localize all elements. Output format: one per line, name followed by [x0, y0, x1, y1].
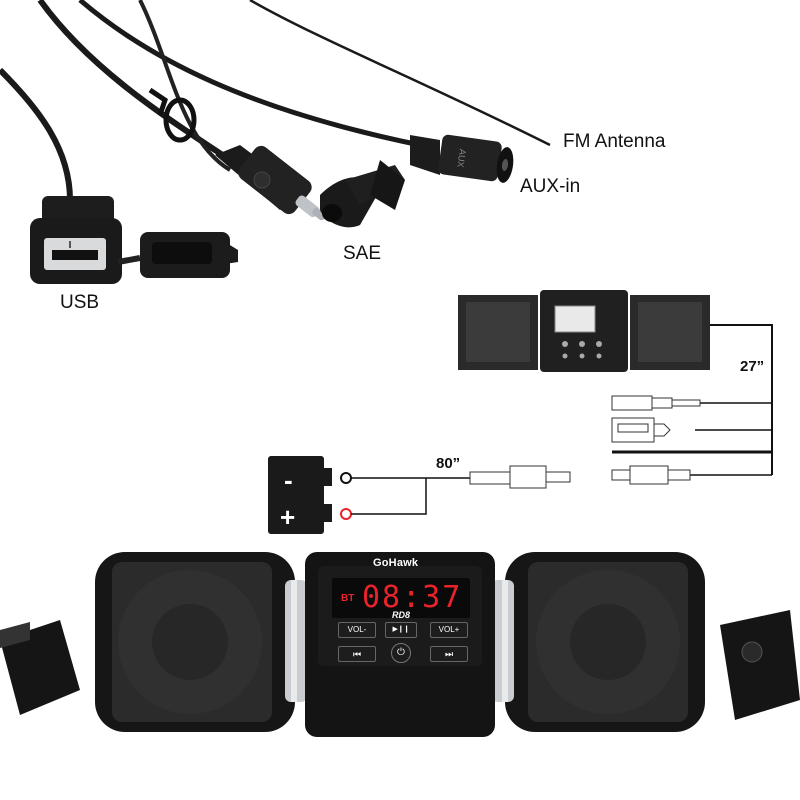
usb-label: USB	[60, 292, 100, 313]
wiring-diagram: - +	[268, 290, 773, 534]
svg-text:AUX: AUX	[455, 148, 467, 168]
usb-cable	[0, 67, 73, 201]
fm-antenna-wire	[249, 0, 551, 147]
aux-jack: AUX	[410, 134, 514, 183]
next-track-button[interactable]: ⏭	[430, 646, 468, 662]
cable-tie	[163, 97, 197, 143]
play-pause-button[interactable]: ▶❙❙	[385, 622, 417, 638]
lead-length-battery-label: 80”	[436, 455, 461, 472]
model-label: RD8	[392, 610, 411, 620]
vol-up-button[interactable]: VOL+	[430, 622, 468, 638]
brand-logo: GoHawk	[373, 557, 419, 569]
battery-plus-sign: +	[280, 502, 295, 532]
display-mode-indicator: BT	[341, 593, 355, 604]
sae-cable	[37, 0, 232, 163]
lead-length-top-label: 27”	[740, 358, 765, 375]
power-button[interactable]: ⏻	[391, 643, 411, 663]
usb-connector	[30, 196, 238, 284]
aux-in-label: AUX-in	[520, 176, 581, 197]
sae-connector	[215, 145, 405, 228]
aux-cable	[78, 0, 421, 148]
extra-cable	[138, 0, 232, 172]
vol-down-button[interactable]: VOL-	[338, 622, 376, 638]
fm-antenna-label: FM Antenna	[563, 131, 666, 152]
battery-minus-sign: -	[284, 465, 293, 495]
previous-track-button[interactable]: ⏮	[338, 646, 376, 662]
display-time: 08:37	[362, 580, 463, 615]
sae-label: SAE	[343, 243, 382, 264]
